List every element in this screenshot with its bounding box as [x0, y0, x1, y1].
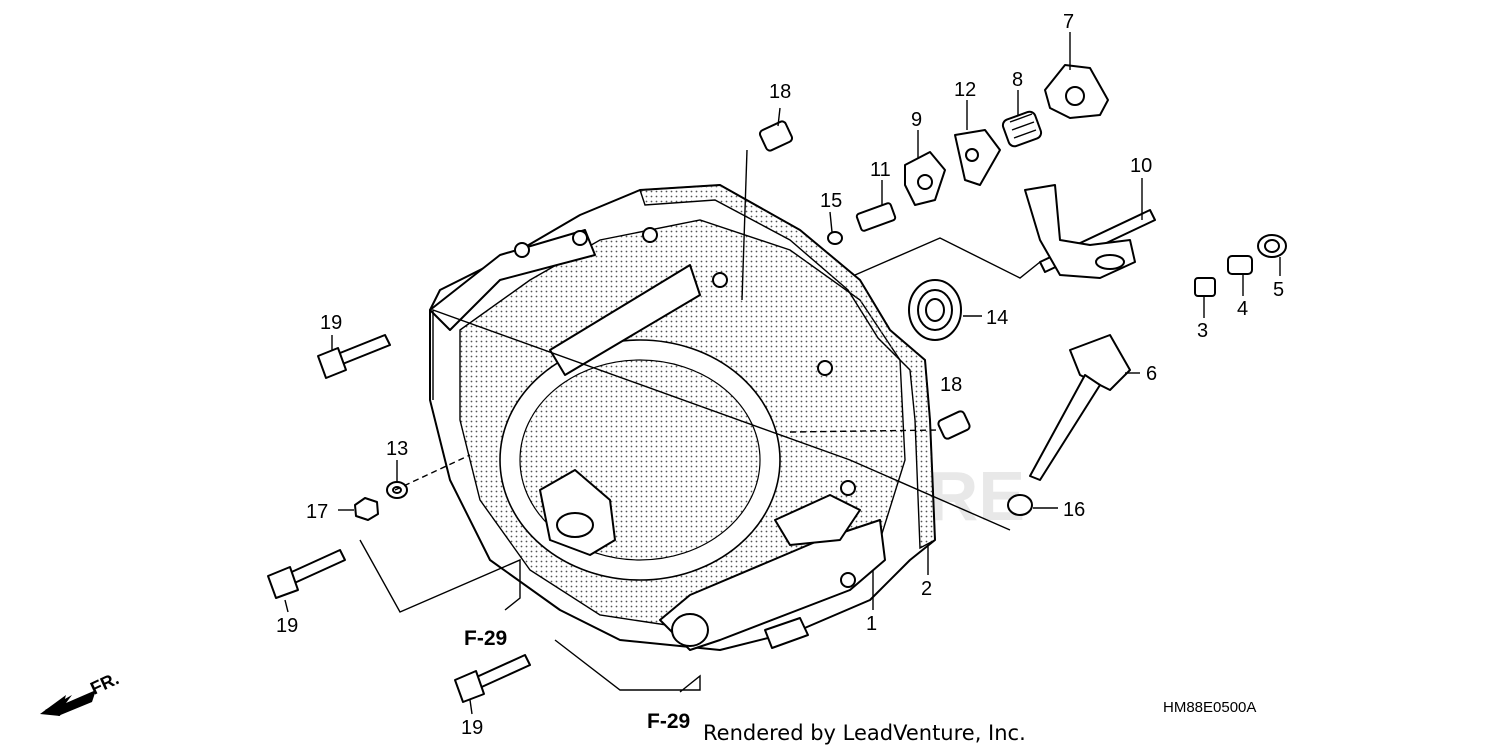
callout-18-upper: 18: [769, 81, 791, 103]
bolt-middle: [267, 549, 346, 599]
callout-19-middle: 19: [276, 615, 298, 637]
cam-plate-9: [904, 151, 946, 206]
front-arrow-icon: [40, 690, 96, 716]
washer: [386, 481, 408, 499]
callout-16: 16: [1063, 499, 1085, 521]
callout-10: 10: [1130, 155, 1152, 177]
shift-arm: [1044, 64, 1109, 119]
callout-1: 1: [866, 613, 877, 635]
dowel-pin-lower: [937, 410, 971, 440]
leader-lines: [284, 32, 1281, 715]
plate-12: [954, 129, 1001, 186]
callout-6: 6: [1146, 363, 1157, 385]
dowel-pin-upper: [758, 120, 794, 152]
callout-3: 3: [1197, 320, 1208, 342]
bolt-11: [855, 202, 897, 232]
spring-8: [1001, 110, 1043, 148]
callout-15: 15: [820, 190, 842, 212]
washer-15: [827, 231, 843, 245]
callout-7: 7: [1063, 11, 1074, 33]
callout-8: 8: [1012, 69, 1023, 91]
crankcase-cover: [429, 184, 936, 651]
shift-shaft: [1024, 184, 1156, 279]
drawing-code: HM88E0500A: [1163, 699, 1256, 716]
spring-4: [1227, 255, 1253, 275]
cap-5: [1257, 234, 1287, 258]
bolt-lower: [454, 654, 531, 703]
callout-11: 11: [870, 159, 891, 181]
callout-9: 9: [911, 109, 922, 131]
callout-4: 4: [1237, 298, 1248, 320]
bolt-upper: [317, 334, 391, 379]
callout-2: 2: [921, 578, 932, 600]
nut: [354, 497, 379, 521]
plug-3: [1194, 277, 1216, 297]
callout-14: 14: [986, 307, 1008, 329]
render-credit: Rendered by LeadVenture, Inc.: [703, 721, 1026, 745]
callout-19-lower: 19: [461, 717, 483, 739]
callout-12: 12: [954, 79, 976, 101]
callout-17: 17: [306, 501, 328, 523]
gasket: [639, 184, 936, 550]
callout-18-lower: 18: [940, 374, 962, 396]
callout-5: 5: [1273, 279, 1284, 301]
section-ref-f29-upper: F-29: [464, 627, 507, 650]
bearing: [908, 279, 962, 341]
section-ref-f29-lower: F-29: [647, 710, 690, 733]
o-ring: [1007, 494, 1033, 516]
callout-19-upper: 19: [320, 312, 342, 334]
dipstick: [1029, 334, 1131, 481]
callout-13: 13: [386, 438, 408, 460]
